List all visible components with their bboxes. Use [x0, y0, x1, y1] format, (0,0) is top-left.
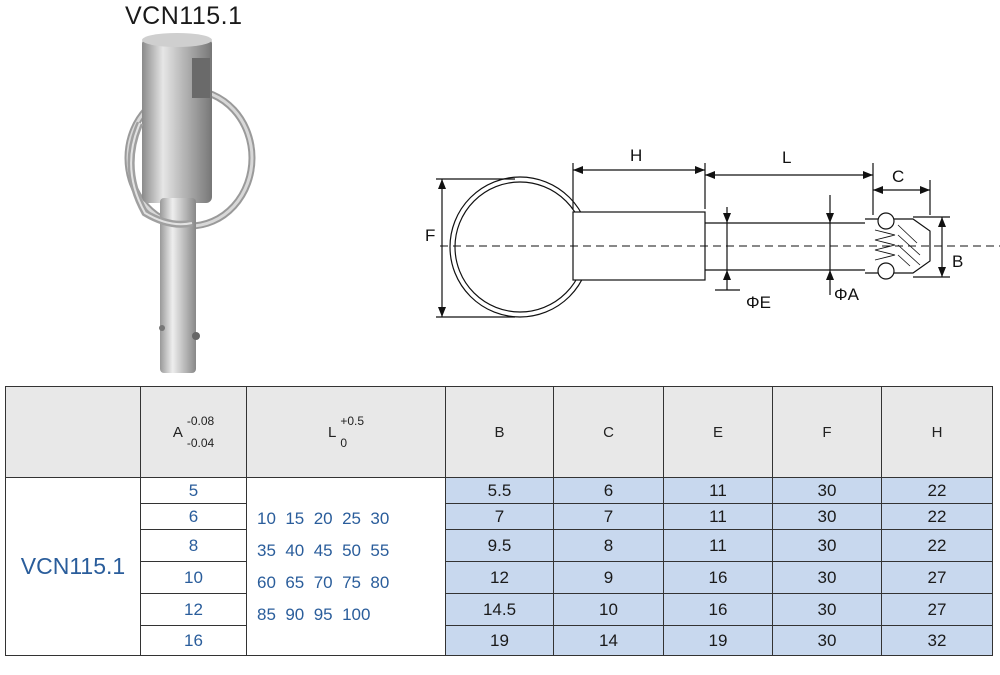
- cell-b: 14.5: [445, 593, 554, 626]
- dim-label-f: F: [425, 226, 435, 245]
- cell-e: 16: [663, 561, 773, 594]
- dim-label-b: B: [952, 252, 963, 271]
- cell-c: 10: [553, 593, 664, 626]
- cell-f: 30: [772, 593, 882, 626]
- table-row: 10 12 9 16 30 27: [6, 561, 993, 594]
- cell-b: 19: [445, 625, 554, 656]
- cell-c: 6: [553, 477, 664, 504]
- cell-e: 16: [663, 593, 773, 626]
- cell-a: 5: [140, 477, 247, 504]
- length-list: 10 15 20 25 30 35 40 45 50 55 60 65 70 7…: [246, 477, 446, 656]
- table-row: 16 19 14 19 30 32: [6, 625, 993, 656]
- header-b: B: [445, 386, 554, 478]
- cell-f: 30: [772, 503, 882, 530]
- table-row: VCN115.1 5 10 15 20 25 30 35 40 45 50 55…: [5, 477, 993, 656]
- dim-label-c: C: [892, 167, 904, 186]
- dim-label-a: ΦA: [834, 285, 860, 304]
- technical-drawing: H L C F B ΦE ΦA: [425, 146, 1000, 318]
- cell-b: 12: [445, 561, 554, 594]
- cell-a: 16: [140, 625, 247, 656]
- cell-f: 30: [772, 561, 882, 594]
- cell-h: 32: [881, 625, 993, 656]
- cell-f: 30: [772, 529, 882, 562]
- length-line: 60 65 70 75 80: [257, 572, 390, 592]
- cell-h: 27: [881, 593, 993, 626]
- cell-e: 19: [663, 625, 773, 656]
- cell-e: 11: [663, 529, 773, 562]
- cell-c: 7: [553, 503, 664, 530]
- cell-a: 8: [140, 529, 247, 562]
- header-e: E: [663, 386, 773, 478]
- table-row: 8 9.5 8 11 30 22: [6, 529, 993, 562]
- cell-b: 7: [445, 503, 554, 530]
- header-a: A-0.08-0.04: [140, 386, 247, 478]
- dim-label-e: ΦE: [746, 293, 771, 312]
- product-photo: [124, 33, 256, 373]
- cell-h: 22: [881, 529, 993, 562]
- header-series: [5, 386, 141, 478]
- cell-a: 6: [140, 503, 247, 530]
- cell-h: 27: [881, 561, 993, 594]
- length-line: 85 90 95 100: [257, 604, 371, 624]
- cell-b: 5.5: [445, 477, 554, 504]
- length-line: 10 15 20 25 30: [257, 508, 390, 528]
- series-cell: VCN115.1: [5, 477, 141, 656]
- cell-h: 22: [881, 477, 993, 504]
- length-line: 35 40 45 50 55: [257, 540, 390, 560]
- cell-e: 11: [663, 477, 773, 504]
- cell-f: 30: [772, 625, 882, 656]
- cell-c: 9: [553, 561, 664, 594]
- header-f: F: [772, 386, 882, 478]
- cell-a: 12: [140, 593, 247, 626]
- cell-h: 22: [881, 503, 993, 530]
- cell-a: 10: [140, 561, 247, 594]
- product-title: VCN115.1: [125, 2, 243, 30]
- cell-b: 9.5: [445, 529, 554, 562]
- cell-c: 14: [553, 625, 664, 656]
- cell-c: 8: [553, 529, 664, 562]
- table-row: 12 14.5 10 16 30 27: [6, 593, 993, 626]
- header-c: C: [553, 386, 664, 478]
- dim-label-h: H: [630, 146, 642, 165]
- table-row: 6 7 7 11 30 22: [6, 503, 993, 530]
- header-h: H: [881, 386, 993, 478]
- cell-f: 30: [772, 477, 882, 504]
- cell-e: 11: [663, 503, 773, 530]
- dim-label-l: L: [782, 148, 791, 167]
